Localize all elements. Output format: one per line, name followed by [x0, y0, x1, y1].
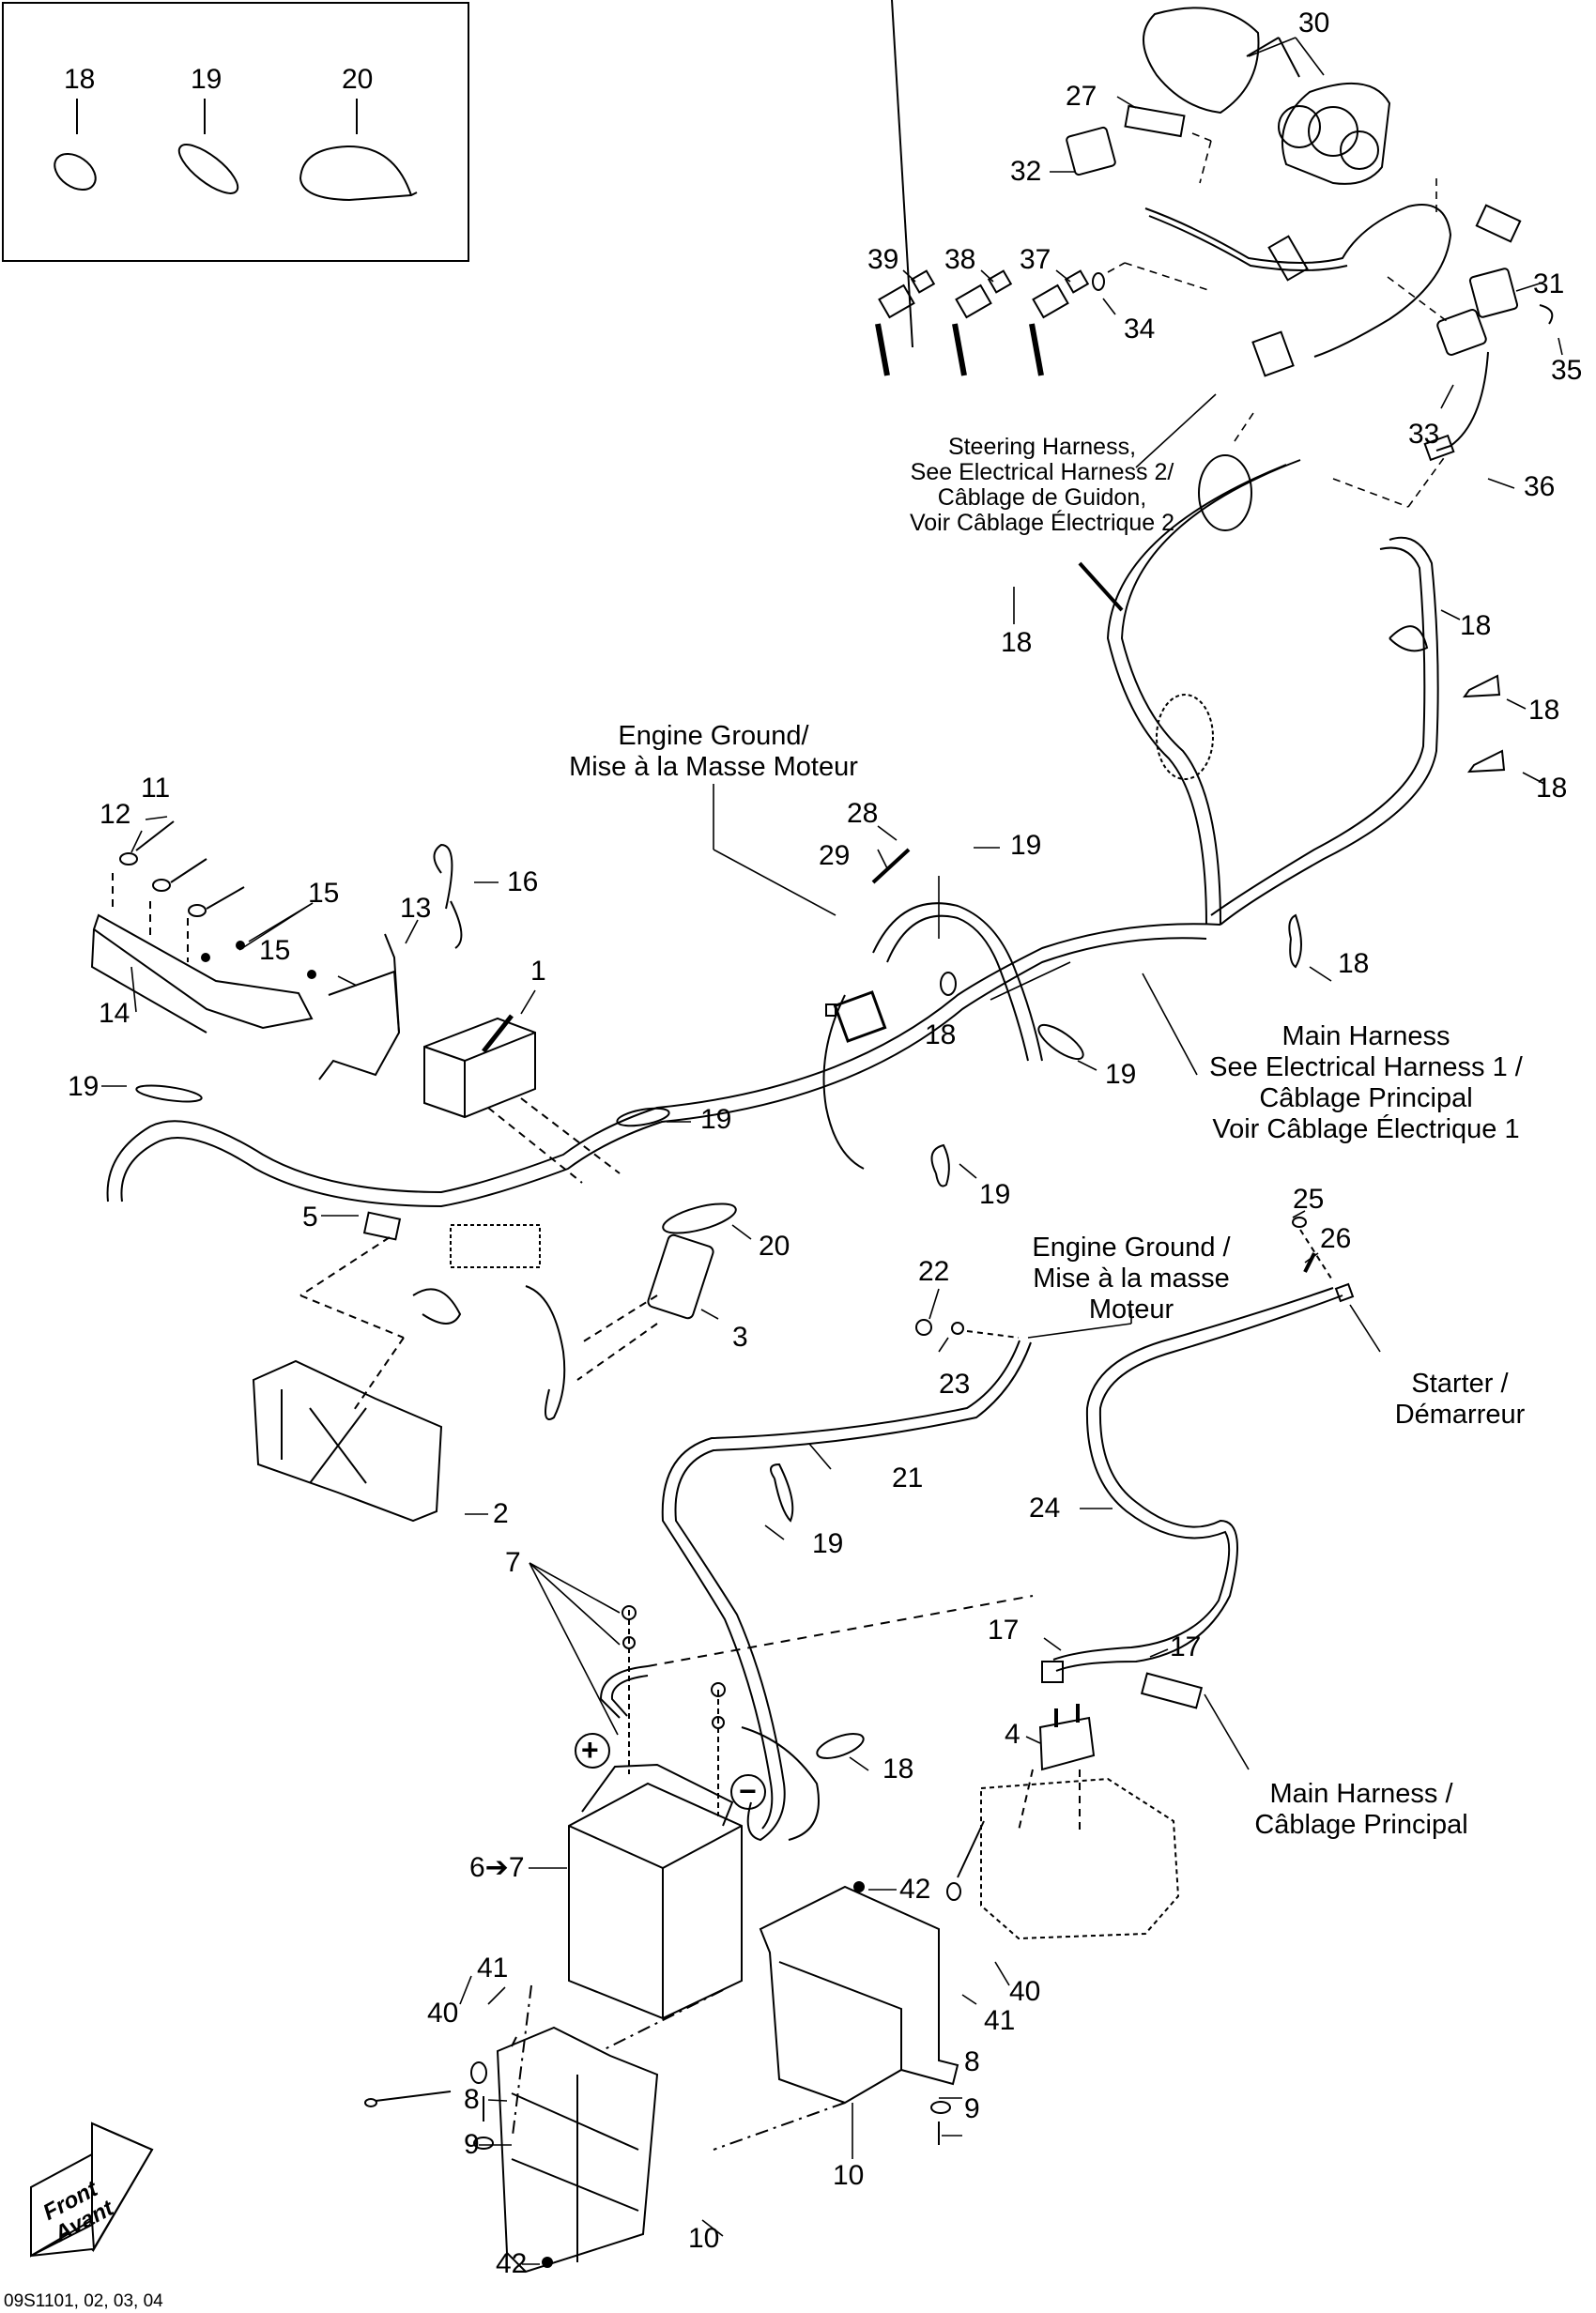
- callout-27: 27: [1066, 81, 1097, 112]
- callout-25: 25: [1293, 1184, 1325, 1215]
- callout-9: 9: [464, 2129, 480, 2160]
- callout-32: 32: [1010, 156, 1042, 187]
- callout-3: 3: [732, 1322, 748, 1353]
- callout-8: 8: [464, 2084, 480, 2115]
- callout-2: 2: [493, 1498, 509, 1529]
- callout-18: 18: [1338, 948, 1370, 979]
- callout-31: 31: [1533, 268, 1565, 299]
- callout-1: 1: [530, 956, 546, 987]
- steering-harness-note: Steering Harness, See Electrical Harness…: [909, 434, 1175, 536]
- callout-6-to-7: 6➔7: [469, 1852, 525, 1883]
- callout-18: 18: [882, 1754, 914, 1785]
- positive-terminal-icon: [575, 1734, 609, 1768]
- callout-10: 10: [833, 2160, 865, 2191]
- callout-22: 22: [918, 1256, 950, 1287]
- battery-cables: [663, 939, 1353, 1840]
- callout-23: 23: [939, 1369, 971, 1400]
- bracket-group: [92, 821, 461, 1080]
- callout-18: 18: [925, 1019, 957, 1050]
- main-harness-note-1: Main Harness See Electrical Harness 1 / …: [1209, 1021, 1523, 1144]
- callout-10: 10: [688, 2223, 720, 2254]
- main-harness-middle: [108, 903, 1220, 1206]
- callout-15: 15: [308, 878, 340, 909]
- callout-16: 16: [507, 866, 539, 897]
- cable-tie-small-icon: [48, 146, 102, 197]
- callout-18: 18: [1528, 695, 1560, 726]
- callout-14: 14: [99, 998, 130, 1029]
- leader-lines: [101, 38, 1562, 2264]
- callout-8: 8: [964, 2046, 980, 2077]
- main-harness-note-2: Main Harness / Câblage Principal: [1254, 1779, 1468, 1840]
- callout-9: 9: [964, 2093, 980, 2124]
- callout-36: 36: [1524, 471, 1556, 502]
- callout-37: 37: [1020, 244, 1051, 275]
- callout-7: 7: [505, 1547, 521, 1578]
- callout-19-inset: 19: [191, 64, 223, 95]
- callout-40: 40: [1009, 1976, 1041, 2007]
- callout-19: 19: [700, 1104, 732, 1135]
- callout-18: 18: [1536, 773, 1568, 804]
- assembly-lines: [1108, 133, 1450, 507]
- callout-41: 41: [984, 2005, 1016, 2036]
- cable-tie-medium-icon: [172, 137, 244, 202]
- callout-18: 18: [1460, 610, 1492, 641]
- callout-5: 5: [302, 1202, 318, 1233]
- callout-4: 4: [1005, 1719, 1021, 1750]
- callout-38: 38: [944, 244, 976, 275]
- callout-20-inset: 20: [342, 64, 374, 95]
- callout-34: 34: [1124, 314, 1156, 345]
- callout-29: 29: [819, 840, 851, 871]
- callout-40: 40: [427, 1998, 459, 2029]
- callout-19: 19: [1010, 830, 1042, 861]
- callout-41: 41: [477, 1953, 509, 1984]
- callout-19: 19: [812, 1528, 844, 1559]
- callout-19: 19: [979, 1179, 1011, 1210]
- callout-28: 28: [847, 798, 879, 829]
- loose-cable-ties: [135, 563, 1504, 1521]
- gauge-cluster: [1143, 8, 1389, 184]
- callout-17: 17: [988, 1615, 1020, 1646]
- starter-note: Starter / Démarreur: [1394, 1369, 1526, 1430]
- callout-13: 13: [400, 893, 432, 924]
- engine-ground-note-top: Engine Ground/ Mise à la Masse Moteur: [569, 721, 858, 782]
- switches: [1066, 106, 1552, 460]
- solenoid-group: [981, 1662, 1202, 1938]
- negative-symbol: −: [739, 1774, 757, 1808]
- callout-26: 26: [1320, 1223, 1352, 1254]
- callout-19: 19: [68, 1071, 100, 1102]
- callout-15: 15: [259, 935, 291, 966]
- main-harness-upper: [1108, 460, 1438, 925]
- callout-42: 42: [496, 2248, 528, 2279]
- battery-trays: [365, 1821, 984, 2272]
- engine-ground-note-mid: Engine Ground / Mise à la masse Moteur: [1032, 1233, 1231, 1325]
- cable-tie-inset-frame: [2, 2, 469, 262]
- callout-17: 17: [1170, 1631, 1202, 1662]
- key-assemblies: [878, 0, 1104, 375]
- ecm-module: [424, 1016, 620, 1183]
- callout-18-inset: 18: [64, 64, 96, 95]
- callout-33: 33: [1408, 419, 1440, 450]
- figure-id: 09S1101, 02, 03, 04: [4, 2291, 163, 2311]
- callout-21: 21: [892, 1463, 924, 1493]
- callout-24: 24: [1029, 1493, 1061, 1524]
- negative-terminal-icon: [731, 1775, 765, 1809]
- steering-harness: [1145, 205, 1520, 530]
- callout-30: 30: [1298, 8, 1330, 38]
- callout-35: 35: [1551, 355, 1583, 386]
- positive-symbol: +: [581, 1733, 599, 1767]
- cable-tie-large-icon: [300, 146, 417, 200]
- callout-39: 39: [867, 244, 899, 275]
- callout-11: 11: [141, 773, 171, 804]
- battery-group: [569, 1596, 1033, 2018]
- callout-19: 19: [1105, 1059, 1137, 1090]
- fuse-box-group: [253, 1198, 739, 1521]
- callout-18: 18: [1001, 627, 1033, 658]
- callout-20: 20: [759, 1231, 790, 1262]
- callout-12: 12: [100, 799, 131, 830]
- inset-cable-ties: [48, 99, 417, 201]
- callout-42: 42: [899, 1874, 931, 1905]
